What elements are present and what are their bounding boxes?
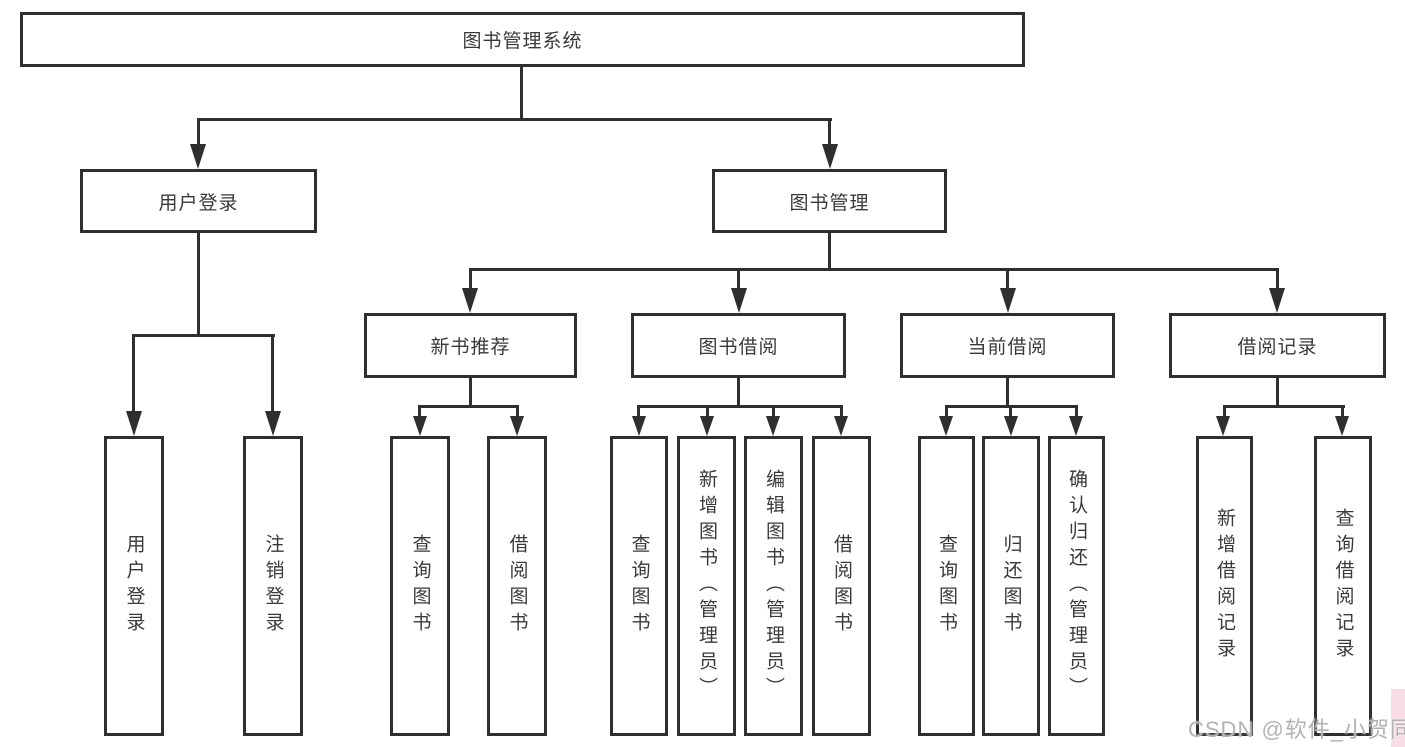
arrowhead-borrow-add bbox=[700, 416, 714, 436]
arrowhead-leaf-user-login bbox=[126, 411, 142, 436]
leaf-confirm-return-admin: 确认归还（管理员） bbox=[1048, 436, 1105, 736]
connector-current-stub-1 bbox=[945, 405, 948, 418]
connector-borrow-trunk bbox=[737, 378, 740, 405]
leaf-user-login-label: 用户登录 bbox=[123, 534, 145, 638]
connector-root-trunk bbox=[520, 67, 523, 118]
leaf-add-books-admin: 新增图书（管理员） bbox=[677, 436, 736, 736]
connector-records-rail bbox=[1223, 405, 1345, 408]
leaf-borrow-books-recommend: 借阅图书 bbox=[487, 436, 547, 736]
connector-root-stub-right bbox=[828, 118, 831, 144]
connector-book-mgmt-stub-2 bbox=[737, 268, 740, 289]
leaf-borrow-books: 借阅图书 bbox=[812, 436, 871, 736]
arrowhead-book-borrow bbox=[731, 288, 747, 313]
corner-tint bbox=[1391, 689, 1405, 747]
arrowhead-records-add bbox=[1216, 416, 1230, 436]
connector-borrow-stub-3 bbox=[772, 405, 775, 418]
leaf-edit-books-admin: 编辑图书（管理员） bbox=[744, 436, 803, 736]
node-new-book-recommend: 新书推荐 bbox=[364, 313, 577, 378]
connector-current-stub-3 bbox=[1075, 405, 1078, 418]
arrowhead-borrow-records bbox=[1269, 288, 1285, 313]
leaf-add-books-admin-label: 新增图书（管理员） bbox=[696, 469, 717, 703]
leaf-query-borrow-record-label: 查询借阅记录 bbox=[1332, 508, 1354, 664]
leaf-return-books-label: 归还图书 bbox=[1000, 534, 1022, 638]
leaf-user-login: 用户登录 bbox=[104, 436, 164, 736]
node-book-borrow: 图书借阅 bbox=[631, 313, 846, 378]
arrowhead-records-query bbox=[1335, 416, 1349, 436]
leaf-return-books: 归还图书 bbox=[982, 436, 1040, 736]
leaf-logout-label: 注销登录 bbox=[262, 534, 284, 638]
node-book-borrow-label: 图书借阅 bbox=[698, 337, 779, 358]
arrowhead-borrow-borrow bbox=[834, 416, 848, 436]
arrowhead-book-management bbox=[822, 144, 838, 169]
connector-borrow-stub-4 bbox=[840, 405, 843, 418]
leaf-query-books-borrow-label: 查询图书 bbox=[628, 534, 650, 638]
connector-book-mgmt-stub-4 bbox=[1276, 268, 1279, 289]
connector-recommend-stub-1 bbox=[418, 405, 421, 418]
node-root-label: 图书管理系统 bbox=[462, 31, 583, 52]
leaf-query-books-recommend-label: 查询图书 bbox=[409, 534, 431, 638]
leaf-borrow-books-recommend-label: 借阅图书 bbox=[506, 534, 528, 638]
node-borrow-records-label: 借阅记录 bbox=[1237, 337, 1318, 358]
node-book-management: 图书管理 bbox=[712, 169, 947, 233]
connector-book-mgmt-stub-1 bbox=[469, 268, 472, 289]
arrowhead-leaf-logout bbox=[265, 411, 281, 436]
node-user-login: 用户登录 bbox=[80, 169, 317, 233]
connector-recommend-rail bbox=[418, 405, 519, 408]
leaf-query-books-current: 查询图书 bbox=[918, 436, 975, 736]
arrowhead-user-login bbox=[190, 144, 206, 169]
arrowhead-new-book-recommend bbox=[462, 288, 478, 313]
connector-user-login-stub-2 bbox=[271, 334, 274, 411]
arrowhead-borrow-edit bbox=[766, 416, 780, 436]
connector-borrow-stub-2 bbox=[706, 405, 709, 418]
node-current-borrow: 当前借阅 bbox=[900, 313, 1115, 378]
node-new-book-recommend-label: 新书推荐 bbox=[430, 337, 511, 358]
connector-recommend-stub-2 bbox=[516, 405, 519, 418]
connector-records-stub-2 bbox=[1341, 405, 1344, 418]
connector-root-rail bbox=[197, 118, 832, 121]
watermark: CSDN @软件_小贺同学 bbox=[1188, 717, 1405, 742]
leaf-borrow-books-label: 借阅图书 bbox=[831, 534, 852, 638]
connector-user-login-rail bbox=[132, 334, 275, 337]
leaf-add-borrow-record-label: 新增借阅记录 bbox=[1214, 508, 1235, 664]
connector-book-mgmt-trunk bbox=[828, 233, 831, 268]
connector-records-stub-1 bbox=[1223, 405, 1226, 418]
connector-root-stub-left bbox=[197, 118, 200, 144]
leaf-query-books-borrow: 查询图书 bbox=[610, 436, 668, 736]
connector-borrow-stub-1 bbox=[637, 405, 640, 418]
connector-user-login-trunk bbox=[197, 233, 200, 334]
connector-book-mgmt-stub-3 bbox=[1006, 268, 1009, 289]
arrowhead-recommend-query bbox=[413, 416, 427, 436]
leaf-add-borrow-record: 新增借阅记录 bbox=[1196, 436, 1253, 736]
connector-borrow-rail bbox=[637, 405, 843, 408]
leaf-query-books-recommend: 查询图书 bbox=[390, 436, 450, 736]
arrowhead-current-borrow bbox=[1000, 288, 1016, 313]
connector-current-trunk bbox=[1006, 378, 1009, 405]
connector-records-trunk bbox=[1276, 378, 1279, 405]
node-user-login-label: 用户登录 bbox=[158, 192, 239, 214]
arrowhead-current-return bbox=[1004, 416, 1018, 436]
arrowhead-current-query bbox=[939, 416, 953, 436]
node-borrow-records: 借阅记录 bbox=[1169, 313, 1386, 378]
arrowhead-current-confirm bbox=[1069, 416, 1083, 436]
connector-book-mgmt-rail bbox=[469, 268, 1279, 271]
leaf-confirm-return-admin-label: 确认归还（管理员） bbox=[1066, 469, 1087, 703]
leaf-query-borrow-record: 查询借阅记录 bbox=[1314, 436, 1372, 736]
node-current-borrow-label: 当前借阅 bbox=[967, 337, 1048, 358]
arrowhead-borrow-query bbox=[632, 416, 646, 436]
leaf-edit-books-admin-label: 编辑图书（管理员） bbox=[763, 469, 784, 703]
leaf-logout: 注销登录 bbox=[243, 436, 303, 736]
connector-recommend-trunk bbox=[469, 378, 472, 405]
connector-user-login-stub-1 bbox=[132, 334, 135, 411]
leaf-query-books-current-label: 查询图书 bbox=[936, 534, 957, 638]
connector-current-stub-2 bbox=[1009, 405, 1012, 418]
arrowhead-recommend-borrow bbox=[510, 416, 524, 436]
node-book-management-label: 图书管理 bbox=[789, 192, 870, 214]
node-root: 图书管理系统 bbox=[20, 12, 1025, 67]
